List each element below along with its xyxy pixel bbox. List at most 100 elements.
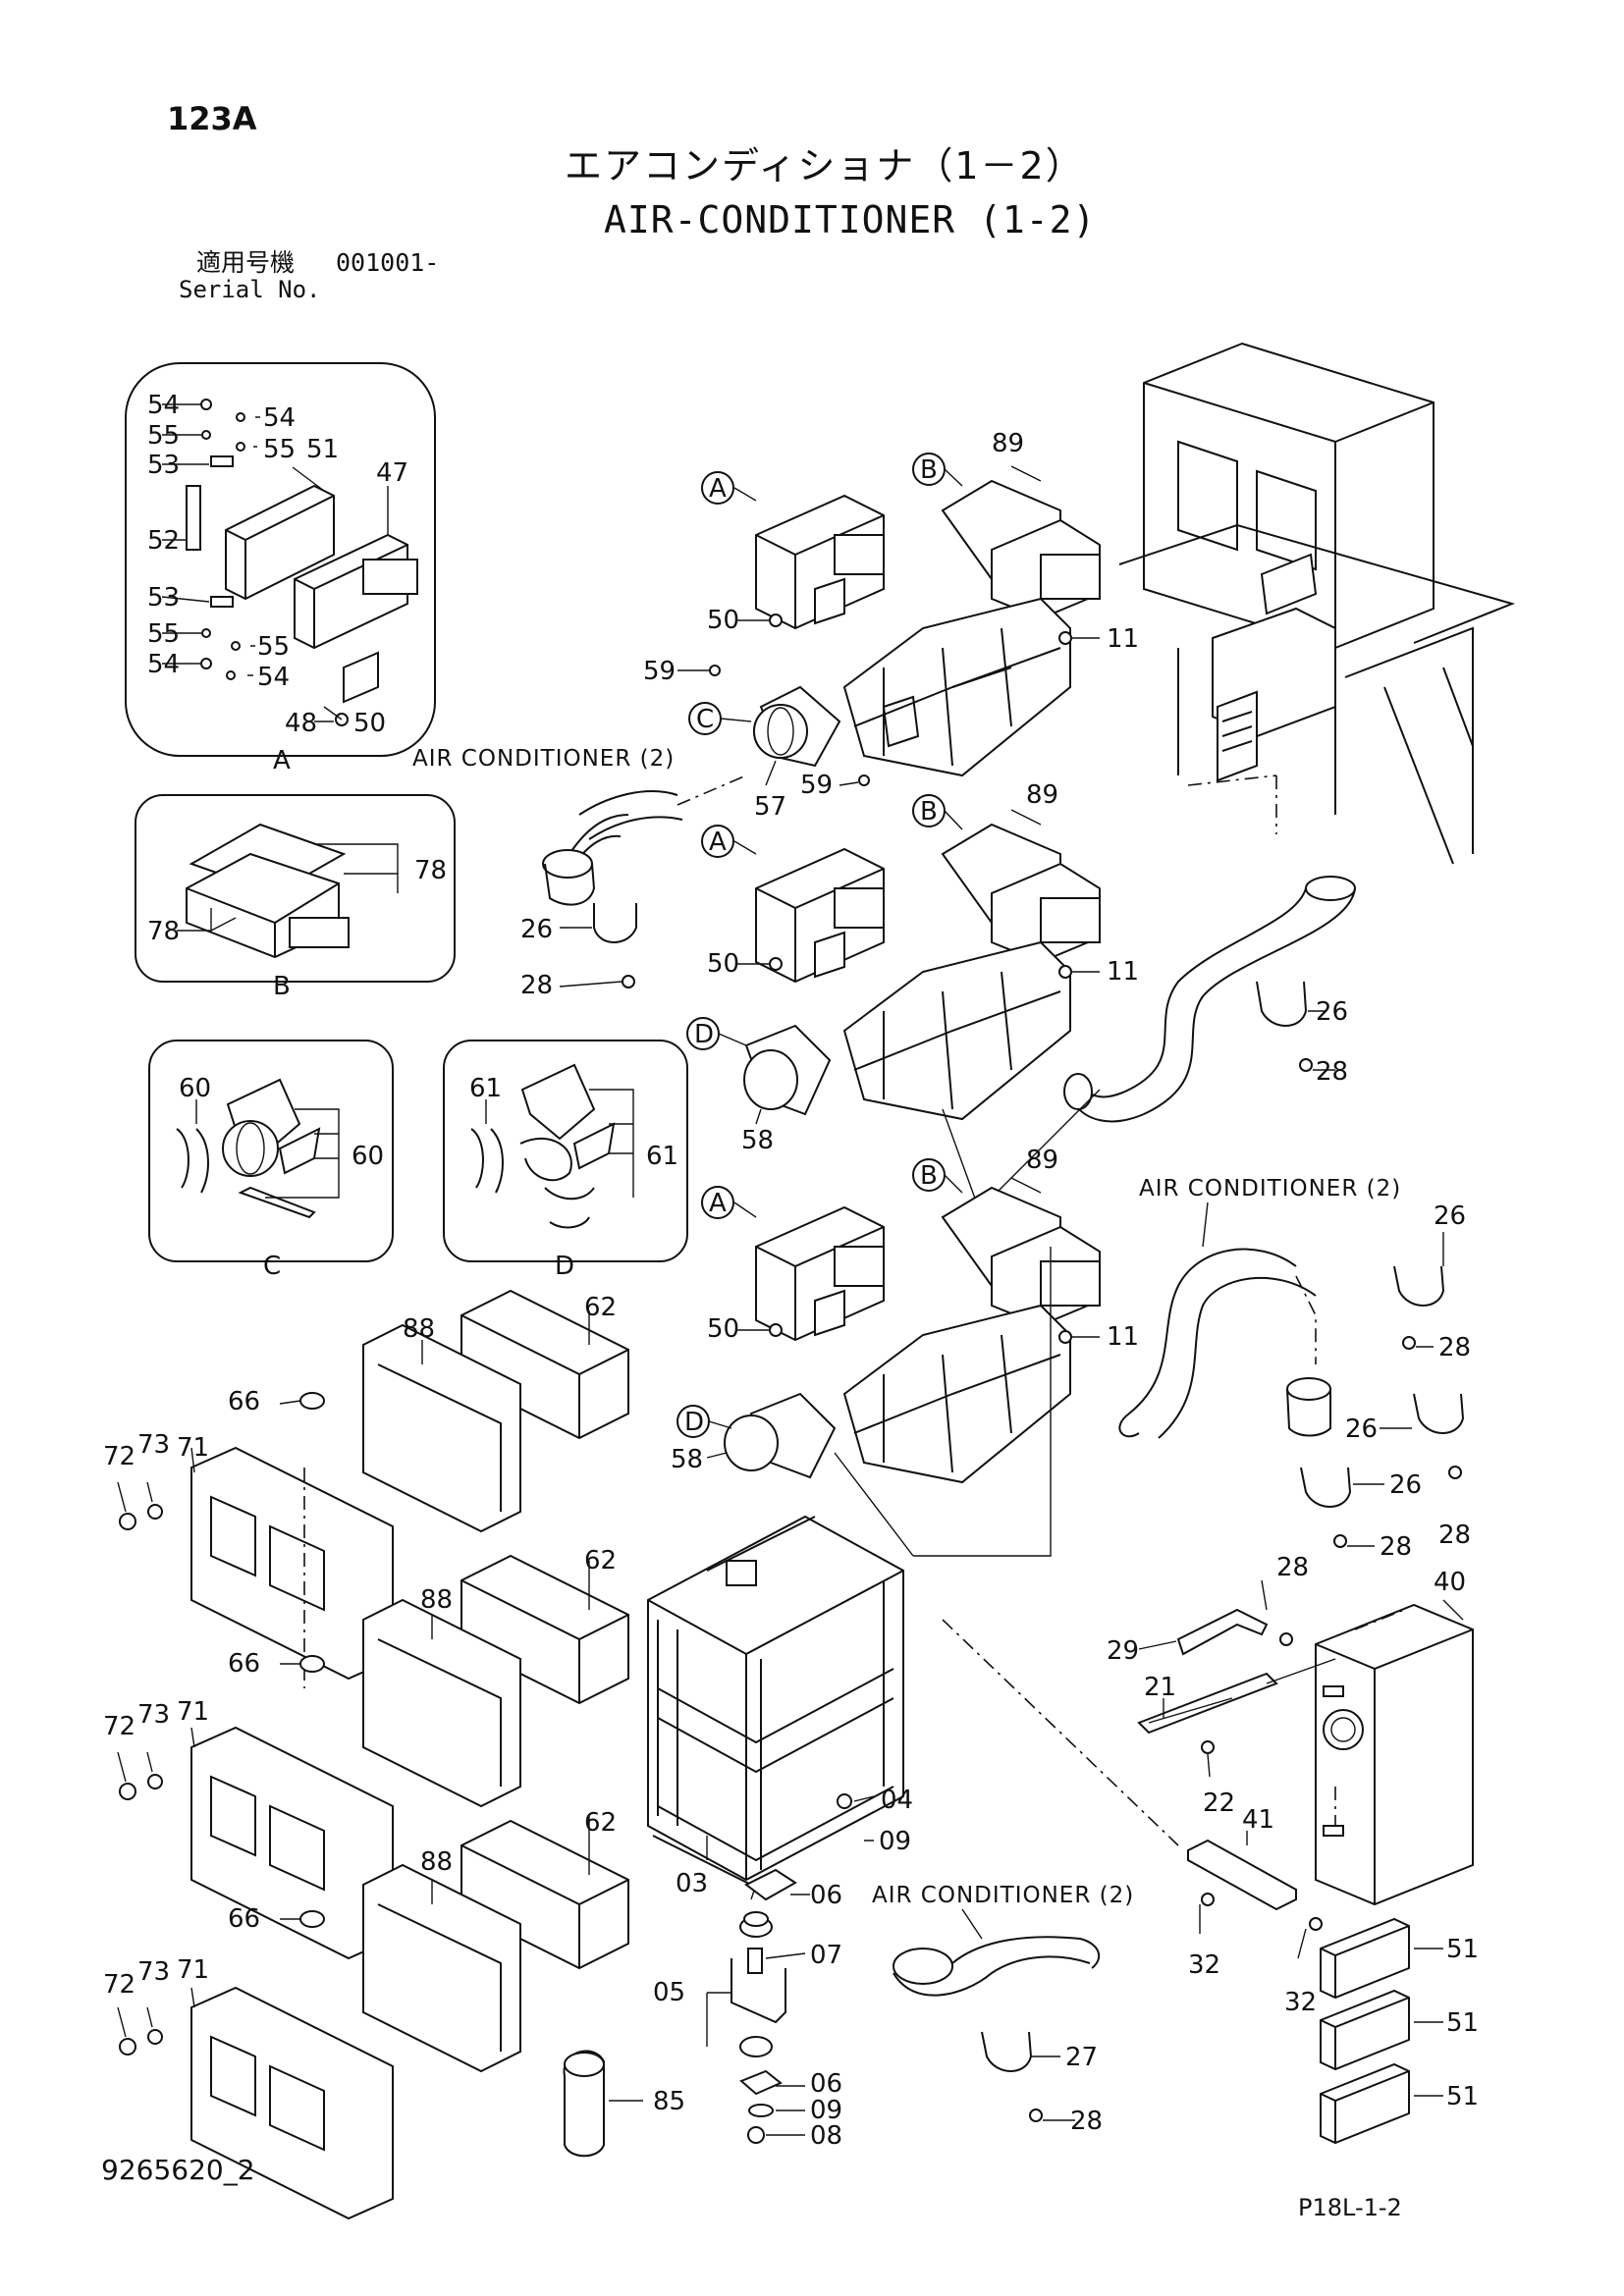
label-26: 26	[520, 915, 553, 944]
detail-view-a-caption: A	[273, 746, 291, 775]
label-50: 50	[707, 949, 739, 979]
detail-frame-b	[135, 794, 456, 983]
label-06: 06	[810, 1881, 842, 1910]
label-09: 09	[810, 2096, 842, 2125]
mount-hardware	[563, 1868, 810, 2158]
air-conditioner-unit-2	[686, 794, 1101, 1125]
ref-circle-c: C	[696, 705, 714, 734]
label-32: 32	[1188, 1950, 1220, 1980]
filter-panel-stack	[117, 1289, 629, 2220]
hose-segment-mid-right	[1118, 1201, 1465, 1548]
label-03: 03	[676, 1869, 708, 1898]
ref-circle-a: A	[709, 1189, 727, 1218]
hose-segment-bottom	[893, 1908, 1101, 2122]
label-26: 26	[1389, 1470, 1422, 1500]
label-47: 47	[376, 458, 408, 488]
label-66: 66	[228, 1387, 260, 1416]
label-89: 89	[992, 429, 1024, 458]
label-21: 21	[1144, 1673, 1176, 1702]
label-58: 58	[671, 1445, 703, 1474]
label-72: 72	[103, 1970, 135, 2000]
label-58: 58	[741, 1126, 774, 1155]
label-52: 52	[147, 526, 180, 556]
label-28: 28	[1438, 1521, 1471, 1550]
label-89: 89	[1026, 780, 1058, 810]
ref-circle-a: A	[709, 828, 727, 857]
label-71: 71	[177, 1433, 209, 1463]
page-number: 123A	[167, 100, 257, 137]
label-61: 61	[469, 1074, 502, 1103]
label-09: 09	[879, 1827, 911, 1856]
title-english: AIR-CONDITIONER (1-2)	[604, 198, 1097, 241]
label-08: 08	[810, 2121, 842, 2151]
figure-code: P18L-1-2	[1298, 2194, 1402, 2221]
label-62: 62	[584, 1546, 617, 1575]
label-27: 27	[1065, 2043, 1098, 2072]
detail-view-c-caption: C	[263, 1252, 281, 1281]
label-59: 59	[800, 771, 833, 800]
title-japanese: エアコンディショナ（1－2）	[565, 144, 1085, 187]
hose-segment-left	[542, 774, 747, 988]
label-57: 57	[754, 792, 786, 822]
label-53: 53	[147, 451, 180, 480]
document-number: 9265620_2	[101, 2154, 255, 2186]
label-88: 88	[420, 1847, 453, 1877]
detail-frame-a	[125, 362, 436, 757]
label-28: 28	[520, 971, 553, 1000]
insulation-pads	[1320, 1917, 1443, 2145]
label-51: 51	[1446, 2008, 1479, 2038]
label-04: 04	[881, 1786, 913, 1815]
serial-number-value: 001001-	[336, 248, 440, 277]
label-66: 66	[228, 1649, 260, 1679]
serial-label-japanese: 適用号機	[196, 248, 296, 277]
label-26: 26	[1316, 997, 1348, 1027]
label-73: 73	[137, 1957, 170, 1987]
label-85: 85	[653, 2087, 685, 2116]
label-54: 54	[147, 650, 180, 679]
label-28: 28	[1316, 1057, 1348, 1087]
label-54: 54	[263, 403, 296, 433]
label-88: 88	[420, 1585, 453, 1615]
label-41: 41	[1242, 1805, 1274, 1835]
label-51: 51	[1446, 1935, 1479, 1964]
label-54: 54	[257, 663, 290, 692]
label-66: 66	[228, 1904, 260, 1934]
mounting-rack	[647, 1515, 904, 1900]
label-07: 07	[810, 1941, 842, 1970]
label-51: 51	[1446, 2082, 1479, 2111]
label-88: 88	[403, 1314, 435, 1344]
label-73: 73	[137, 1430, 170, 1460]
controller-assembly	[942, 1579, 1474, 1959]
label-48: 48	[285, 709, 317, 738]
label-60: 60	[352, 1142, 384, 1171]
label-05: 05	[653, 1978, 685, 2007]
label-28: 28	[1276, 1553, 1309, 1582]
ref-circle-a: A	[709, 474, 727, 504]
air-conditioner-2-callout: AIR CONDITIONER (2)	[412, 746, 675, 772]
cab-outline	[1118, 342, 1516, 865]
label-11: 11	[1107, 957, 1139, 987]
label-29: 29	[1107, 1636, 1139, 1666]
serial-label-english: Serial No.	[179, 276, 321, 303]
detail-frame-c	[148, 1040, 394, 1262]
label-26: 26	[1345, 1415, 1378, 1444]
detail-view-d-caption: D	[555, 1252, 574, 1281]
label-11: 11	[1107, 624, 1139, 654]
label-78: 78	[414, 856, 447, 885]
air-conditioner-2-callout: AIR CONDITIONER (2)	[1139, 1176, 1401, 1201]
label-51: 51	[306, 435, 339, 464]
label-71: 71	[177, 1955, 209, 1985]
label-60: 60	[179, 1074, 211, 1103]
label-55: 55	[147, 421, 180, 451]
label-22: 22	[1203, 1789, 1235, 1818]
label-78: 78	[147, 917, 180, 946]
label-55: 55	[257, 632, 290, 662]
air-conditioner-unit-1	[677, 453, 1101, 786]
label-06: 06	[810, 2069, 842, 2099]
ref-circle-b: B	[920, 455, 938, 485]
ref-circle-d: D	[694, 1020, 714, 1049]
label-54: 54	[147, 391, 180, 420]
label-55: 55	[263, 435, 296, 464]
